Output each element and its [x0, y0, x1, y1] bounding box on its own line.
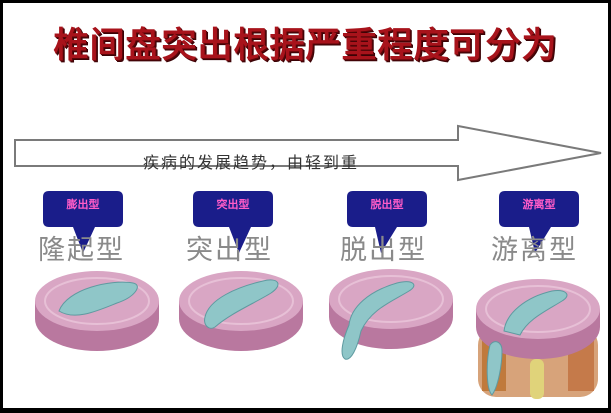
disc-bulging — [35, 271, 159, 351]
arrow-label: 疾病的发展趋势，由轻到重 — [143, 153, 360, 172]
disc-protrusion — [179, 271, 303, 351]
callout-label: 游离型 — [522, 198, 556, 211]
disc-sequestration — [476, 279, 600, 399]
callout-stage-3: 脱出型 — [347, 191, 427, 257]
page-title: 椎间盘突出根据严重程度可分为 — [53, 26, 558, 66]
progression-arrow — [14, 124, 602, 182]
stage-name-1: 隆起型 — [38, 235, 125, 266]
callout-label: 膨出型 — [66, 198, 100, 211]
callout-stage-4: 游离型 — [499, 191, 579, 257]
stage-name-2: 突出型 — [186, 235, 273, 266]
stage-name-3: 脱出型 — [340, 235, 427, 266]
infographic: 椎间盘突出根据严重程度可分为 疾病的发展趋势，由轻到重 膨出型 突出型 脱出型 … — [3, 3, 608, 408]
callout-label: 脱出型 — [370, 198, 404, 211]
callout-stage-2: 突出型 — [193, 191, 273, 257]
callout-label: 突出型 — [216, 198, 250, 211]
stage-name-4: 游离型 — [491, 235, 578, 266]
disc-extrusion — [329, 269, 453, 360]
callout-stage-1: 膨出型 — [43, 191, 123, 257]
